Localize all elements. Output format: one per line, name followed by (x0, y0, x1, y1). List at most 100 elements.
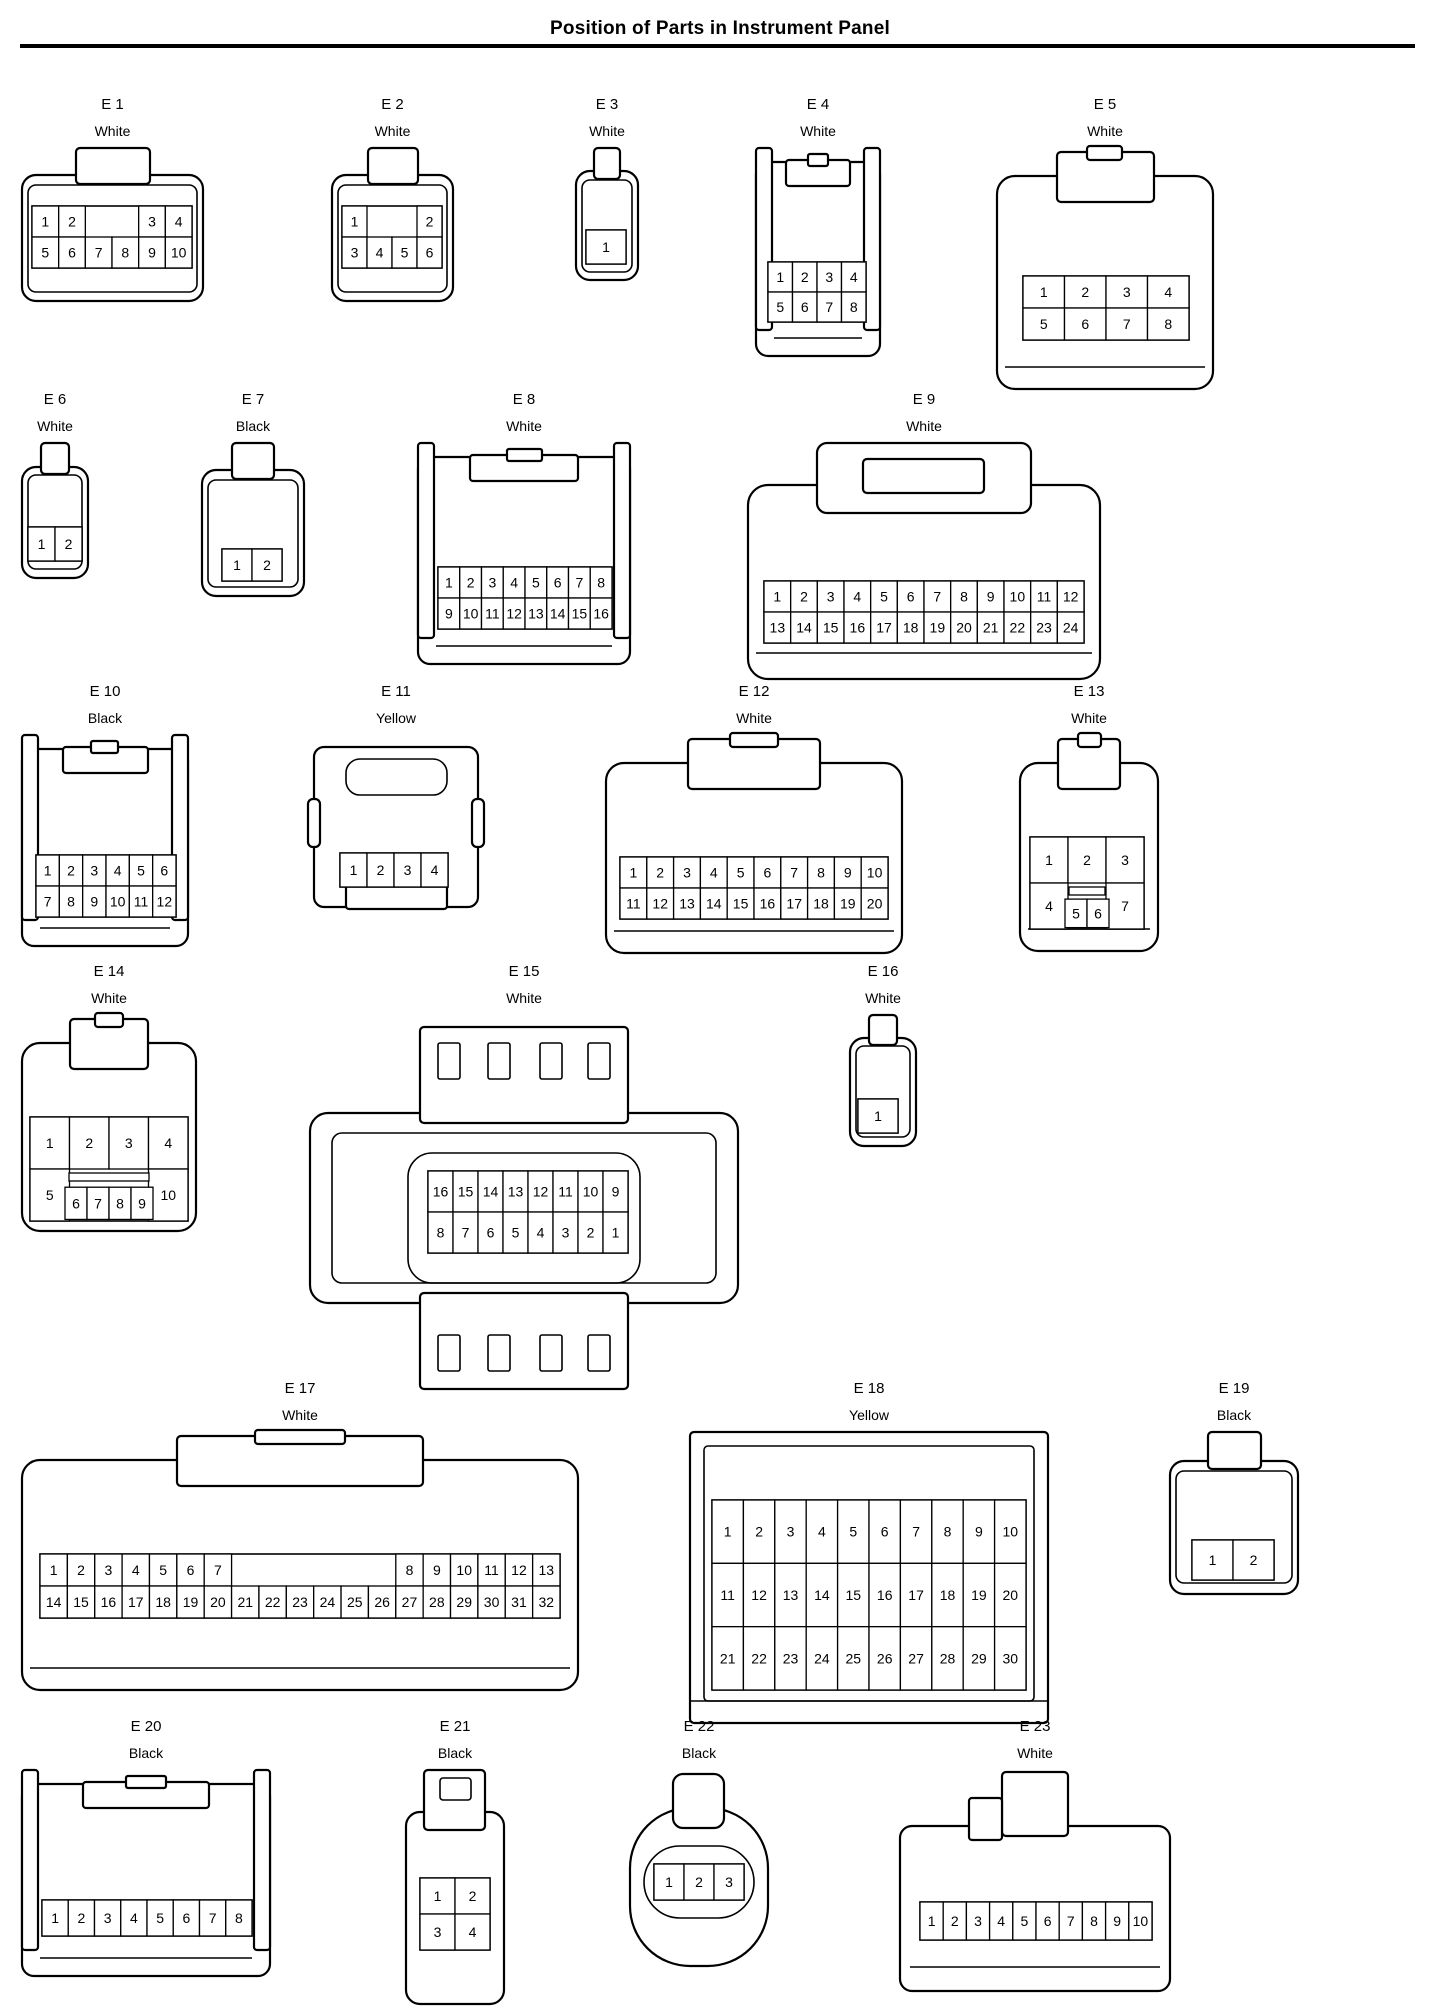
pin-number: 1 (1040, 284, 1048, 300)
pin-cell (1056, 580, 1085, 613)
pin-cell (868, 1626, 902, 1691)
pin-number: 9 (148, 245, 156, 261)
pin-number: 16 (877, 1587, 893, 1603)
pin-cell (130, 1186, 154, 1221)
pin-number: 11 (720, 1587, 735, 1603)
pin-number: 10 (110, 894, 126, 910)
pin-number: 22 (265, 1594, 281, 1610)
connector-id: E 6 (43, 391, 67, 408)
pin-number: 2 (77, 1910, 85, 1926)
pin-cell (962, 1499, 996, 1564)
pin-number: 18 (940, 1587, 956, 1603)
connector-color: White (906, 418, 942, 434)
pin-cell (1056, 611, 1085, 644)
pin-number: 3 (827, 589, 835, 605)
pin-number: 24 (1063, 620, 1079, 636)
pin-number: 4 (431, 862, 439, 878)
pin-number: 2 (67, 863, 75, 879)
pin-number: 1 (630, 865, 638, 881)
pin-cell (806, 887, 836, 920)
pin-number: 4 (1164, 284, 1172, 300)
side-post-left (416, 441, 436, 640)
pin-cell (477, 1585, 506, 1619)
connector-color: Black (235, 418, 271, 434)
pin-cell (774, 1499, 807, 1564)
pin-cell (147, 1116, 189, 1170)
pin-number: 21 (237, 1594, 253, 1610)
pin-number: 22 (1010, 620, 1026, 636)
pin-number: 7 (933, 589, 941, 605)
pin-cell (1105, 836, 1145, 884)
pin-number: 8 (406, 1562, 414, 1578)
pin-number: 12 (652, 896, 668, 912)
connector-id: E 1 (101, 96, 124, 113)
lock-latch (124, 1774, 168, 1790)
pin-cell (585, 229, 627, 265)
pin-number: 3 (105, 1562, 113, 1578)
top-latch-block (418, 1025, 630, 1125)
pin-number: 12 (533, 1184, 549, 1200)
pin-number: 18 (155, 1594, 171, 1610)
pin-cell (395, 1585, 424, 1619)
pin-number: 1 (44, 863, 52, 879)
connector-id: E 18 (853, 1380, 885, 1397)
pin-cell (1029, 836, 1069, 884)
pin-number: 12 (1063, 589, 1079, 605)
pin-number: 4 (164, 1135, 172, 1151)
connector-id: E 2 (381, 96, 404, 113)
pin-number: 15 (572, 606, 588, 622)
pin-number: 1 (434, 1888, 442, 1904)
pin-cell (962, 1626, 996, 1691)
pin-cell (341, 205, 368, 238)
pin-number: 4 (175, 214, 183, 230)
side-post-left (20, 1768, 40, 1952)
pin-cell (753, 887, 782, 920)
pin-number: 13 (528, 606, 544, 622)
pin-cell (742, 1626, 776, 1691)
pin-number: 27 (908, 1650, 924, 1666)
pin-cell (805, 1499, 839, 1564)
pin-number: 4 (376, 245, 384, 261)
pin-number: 8 (597, 575, 605, 591)
lock-tab (366, 146, 420, 186)
pin-number: 17 (786, 896, 802, 912)
pin-cell (950, 611, 978, 644)
lock-latch (728, 731, 780, 749)
pin-number: 3 (90, 863, 98, 879)
pin-number: 22 (751, 1650, 767, 1666)
pin-number: 7 (912, 1524, 920, 1540)
pin-number: 6 (1044, 1913, 1052, 1929)
pin-number: 10 (160, 1187, 176, 1203)
side-post-right (612, 441, 632, 640)
pin-cell (422, 1553, 452, 1587)
pin-number: 8 (437, 1225, 445, 1241)
pin-number: 15 (458, 1184, 474, 1200)
pin-cell (111, 236, 140, 269)
pin-cell (619, 856, 648, 889)
pin-number: 25 (347, 1594, 363, 1610)
pin-cell (203, 1553, 233, 1587)
pin-number: 5 (776, 299, 784, 315)
pin-number: 23 (292, 1594, 308, 1610)
pin-cell (962, 1562, 996, 1628)
pin-number: 1 (445, 575, 453, 591)
pin-cell (619, 887, 648, 920)
